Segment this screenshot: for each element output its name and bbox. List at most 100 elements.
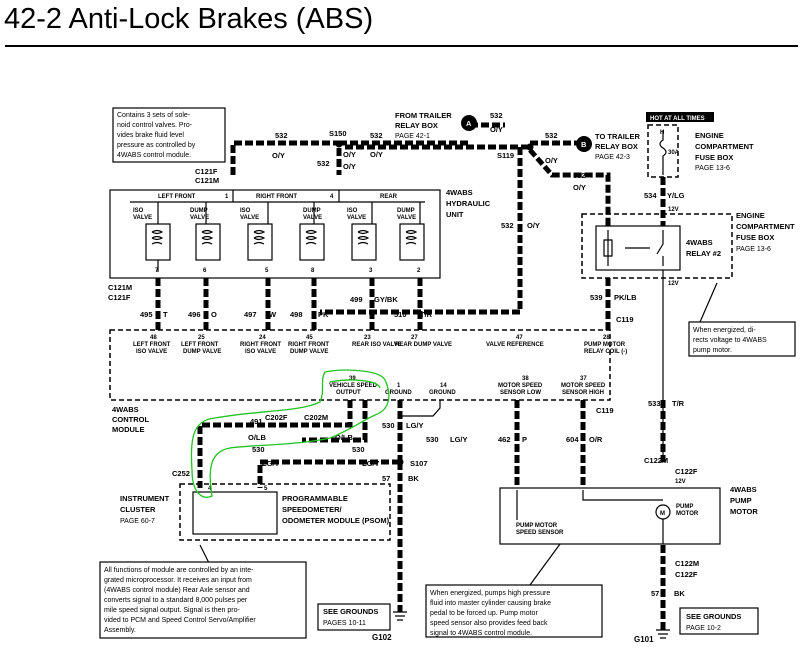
hydraulic-unit-label-3: UNIT <box>446 210 464 219</box>
label-wire-532-e: 532 <box>545 131 558 140</box>
pin-25: 25 <box>198 335 205 341</box>
pump-motor-internal <box>516 490 663 520</box>
pin-28-label-b: RELAY COIL (-) <box>584 349 627 355</box>
connector-c121m-bottom: C121M <box>108 283 132 292</box>
pump-motor-inner-1: PUMP <box>676 504 693 510</box>
valve-6: DUMP VALVE 2 <box>397 202 425 274</box>
wire-499-label: 499 <box>350 295 363 304</box>
hydraulic-unit-label-2: HYDRAULIC <box>446 199 491 208</box>
pin-45-label: RIGHT FRONT <box>288 342 329 348</box>
valve-6-pin: 2 <box>417 268 421 274</box>
connector-c252: C252 <box>172 469 190 478</box>
wire-498-color: PK <box>318 310 329 319</box>
wire-lgy-d: LG/Y <box>362 459 380 468</box>
wire-497-label: 497 <box>244 310 257 319</box>
pin-24-label: RIGHT FRONT <box>240 342 281 348</box>
relay-note-box <box>688 321 796 357</box>
ground-14-link <box>402 400 441 417</box>
from-trailer-page: PAGE 42-1 <box>395 133 430 140</box>
relay-switch-icon <box>603 230 664 266</box>
module-note-line-2: grated microprocessor. It receives an in… <box>104 577 252 584</box>
pin-25-label-b: DUMP VALVE <box>183 349 221 355</box>
module-note-box <box>99 561 307 639</box>
valve-3-pin: 5 <box>265 268 269 274</box>
group-right-front: RIGHT FRONT <box>256 194 297 200</box>
label-wire-532-g: 532 <box>501 221 514 230</box>
relay-box-label-3: FUSE BOX <box>736 233 774 242</box>
connector-b-icon <box>576 136 592 152</box>
pin-1: 1 <box>397 383 401 389</box>
wire-497-color: W <box>269 310 277 319</box>
psom-box <box>192 491 278 535</box>
pump-note-line-5: signal to 4WABS control module. <box>430 630 532 637</box>
note-hydraulic-line-2: noid control valves. Pro- <box>117 122 193 129</box>
valve-5-label-b: VALVE <box>347 215 366 221</box>
pin-1: 1 <box>225 194 229 200</box>
see-grounds-right-1: SEE GROUNDS <box>686 612 741 621</box>
valve-4-label-a: DUMP <box>303 208 321 214</box>
psom-label-1: PROGRAMMABLE <box>282 494 348 503</box>
pin-27-label: REAR DUMP VALVE <box>395 342 452 348</box>
wire-495-label: 495 <box>140 310 153 319</box>
control-module-label-3: MODULE <box>112 425 145 434</box>
page-title: 42-2 Anti-Lock Brakes (ABS) <box>4 3 373 35</box>
label-wire-ov-b: O/Y <box>343 150 356 159</box>
wire-530-label-d: 530 <box>426 435 439 444</box>
wire-604-label: 604 <box>566 435 579 444</box>
wire-olb-b: O/LB <box>335 433 353 442</box>
to-trailer-page: PAGE 42-3 <box>595 154 630 161</box>
ground-g102-icon <box>393 611 407 621</box>
connector-a-letter: A <box>466 119 472 128</box>
wire-462-color: P <box>522 435 527 444</box>
pin-4: 4 <box>330 194 334 200</box>
pin-1-label: GROUND <box>385 390 412 396</box>
valve-5-pin: 3 <box>369 268 373 274</box>
connector-c121m-top: C121M <box>195 176 219 185</box>
label-wire-532-c: 532 <box>370 131 383 140</box>
pump-sensor-label-1: PUMP MOTOR <box>516 523 558 529</box>
relay-box-label-1: ENGINE <box>736 211 765 220</box>
wire-532-to-relay <box>528 148 611 228</box>
relay-note-line-2: rects voltage to 4WABS <box>693 337 767 344</box>
to-trailer-label-2: RELAY BOX <box>595 142 638 151</box>
pin-47: 47 <box>516 335 523 341</box>
relay-box-label-2: COMPARTMENT <box>736 222 795 231</box>
pin-38: 38 <box>522 376 529 382</box>
module-note-line-7: Assembly. <box>104 627 136 634</box>
pin-45: 45 <box>306 335 313 341</box>
valve-6-label-b: VALVE <box>397 215 416 221</box>
wire-533-color: T/R <box>672 399 685 408</box>
wire-539-color: PK/LB <box>614 293 637 302</box>
wire-57-left-color: BK <box>408 474 419 483</box>
see-grounds-left-1: SEE GROUNDS <box>323 607 378 616</box>
hot-at-all-times-text: HOT AT ALL TIMES <box>650 116 705 122</box>
label-wire-ov-f: O/Y <box>545 156 558 165</box>
wire-533-gauge: 12V <box>668 281 679 287</box>
psom-label-3: ODOMETER MODULE (PSOM) <box>282 516 390 525</box>
fuse-rating: 30A <box>668 150 680 156</box>
wire-lgy-b: LG/Y <box>450 435 468 444</box>
wire-530-label-b: 530 <box>352 445 365 454</box>
pump-note-line-3: pedal to be forced up. Pump motor <box>430 610 538 617</box>
see-grounds-left-box <box>317 603 391 631</box>
wire-491-label: 491 <box>250 417 263 426</box>
connector-c202f: C202F <box>265 413 288 422</box>
pin-23: 23 <box>364 335 371 341</box>
pin-24: 24 <box>259 335 266 341</box>
wire-534-color: Y/LG <box>667 191 685 200</box>
green-highlight-inner <box>329 379 381 389</box>
motor-symbol: M <box>660 511 665 517</box>
instrument-cluster-box <box>179 483 391 541</box>
wire-lgy-a: LG/Y <box>406 421 424 430</box>
connector-c122f-top: C122F <box>675 467 698 476</box>
valve-3: ISO VALVE 5 <box>240 202 273 274</box>
label-wire-ov-d: O/Y <box>370 150 383 159</box>
valve-4: DUMP VALVE 8 <box>299 202 325 274</box>
valves-group: ISO VALVE 7 DUMP VALVE 6 ISO VALVE 5 DUM… <box>133 202 425 274</box>
label-wire-532-f: 532 <box>573 171 586 180</box>
pump-label-2: PUMP <box>730 496 752 505</box>
pin-24-label-b: ISO VALVE <box>245 349 276 355</box>
wire-534-gauge: 12V <box>668 207 679 213</box>
label-splice-s119: S119 <box>497 151 514 160</box>
splice-s107-label: S107 <box>410 459 428 468</box>
